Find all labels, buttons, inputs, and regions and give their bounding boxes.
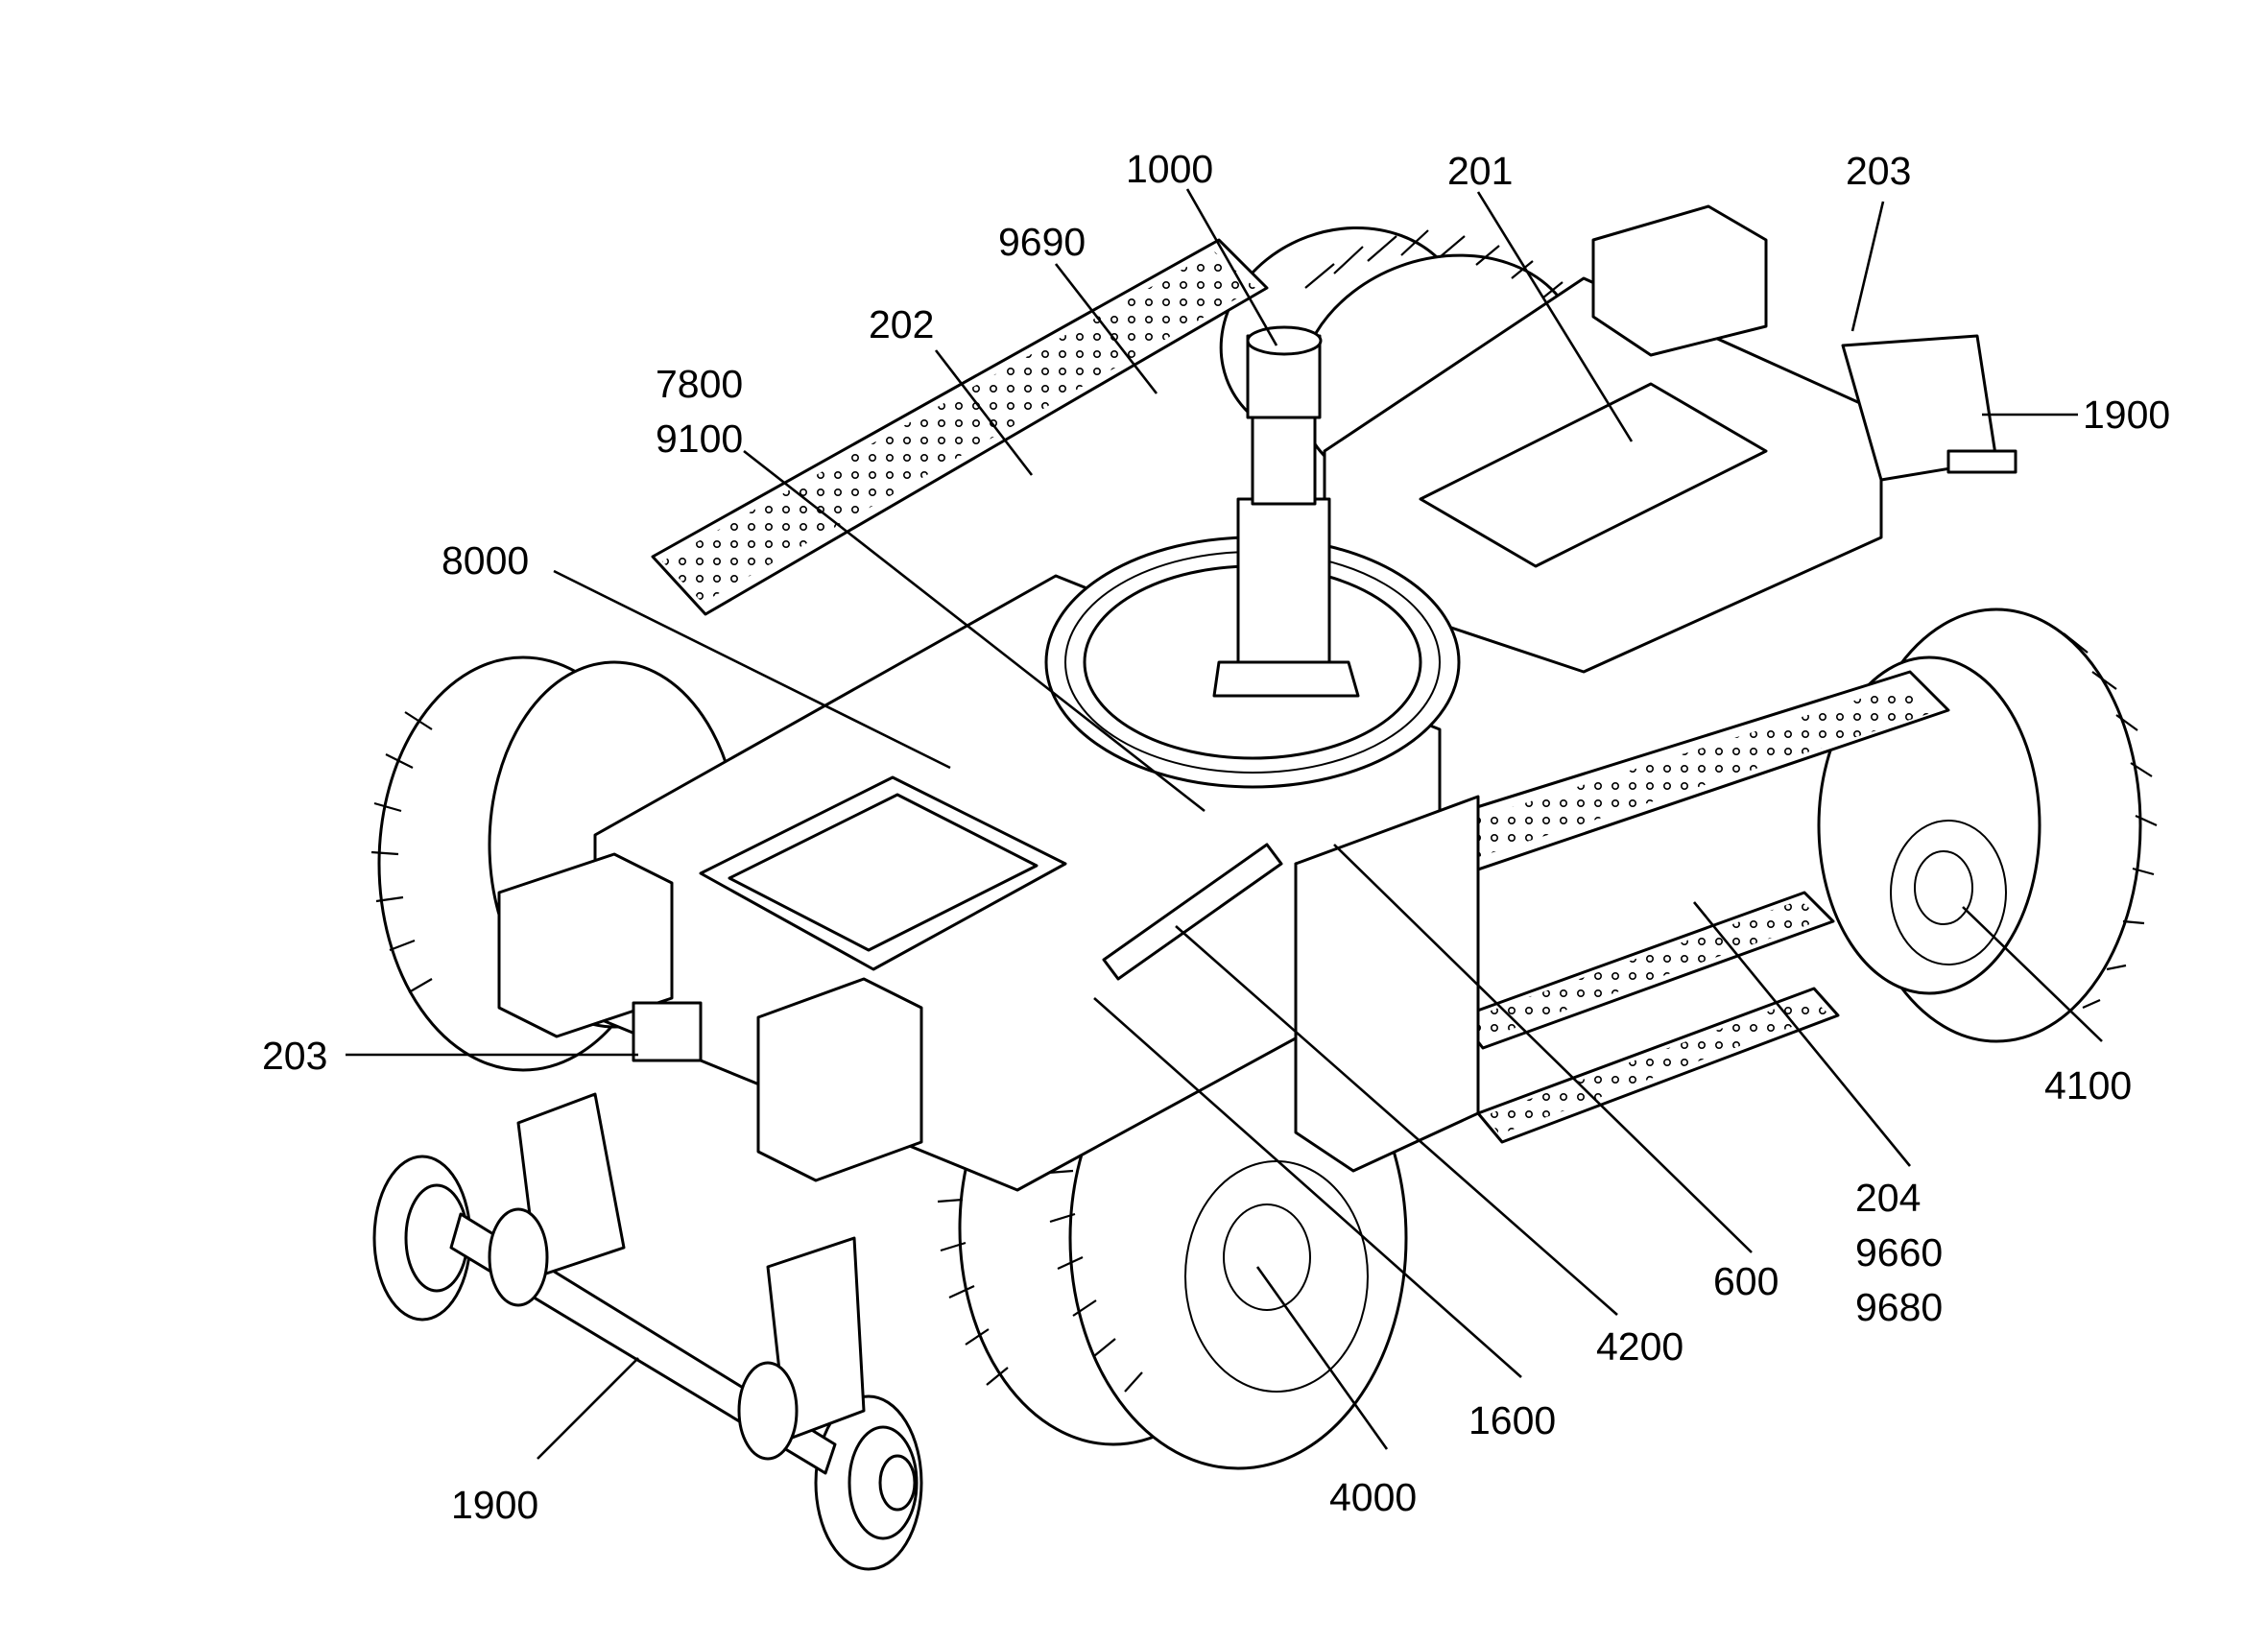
label-9690: 9690: [998, 220, 1086, 264]
label-203-top: 203: [1846, 149, 1911, 193]
label-1900-bottom: 1900: [451, 1483, 538, 1527]
label-4200: 4200: [1596, 1324, 1683, 1369]
leader-4000: [1255, 1266, 1389, 1450]
label-201: 201: [1447, 149, 1513, 193]
leader-204: [1692, 901, 1912, 1167]
leader-600: [1333, 844, 1753, 1253]
label-9660: 9660: [1855, 1230, 1943, 1275]
leader-8000: [553, 569, 951, 770]
label-202: 202: [869, 302, 934, 346]
label-203-left: 203: [262, 1034, 327, 1078]
leader-7800-9100: [743, 449, 1206, 813]
label-9100: 9100: [656, 417, 743, 461]
label-1600: 1600: [1468, 1398, 1556, 1442]
label-1000: 1000: [1126, 147, 1213, 191]
label-204: 204: [1855, 1176, 1921, 1220]
part-labels: 1000 9690 202 201 203 1900 7800 9100 800…: [262, 147, 2170, 1527]
leader-202: [934, 349, 1034, 476]
rail-wheel-icon: [372, 1155, 923, 1571]
label-1900-right: 1900: [2083, 393, 2170, 437]
rotary-column-1000: [1212, 325, 1360, 698]
rail-axle-1900: [449, 1092, 866, 1475]
leader-203-top: [1850, 201, 1885, 332]
label-7800: 7800: [656, 362, 743, 406]
tire-rear-right: [1817, 608, 2158, 1043]
label-4000: 4000: [1329, 1475, 1417, 1519]
label-4100: 4100: [2044, 1063, 2132, 1108]
leader-201: [1476, 191, 1634, 442]
leader-lines: [346, 188, 2103, 1460]
leader-9690: [1054, 263, 1158, 394]
leader-1600: [1093, 997, 1522, 1378]
leader-4200: [1175, 925, 1618, 1316]
leader-1900-bottom: [537, 1357, 639, 1460]
label-8000: 8000: [442, 538, 529, 583]
leader-1000: [1185, 188, 1278, 346]
leader-4100: [1962, 906, 2103, 1042]
label-9680: 9680: [1855, 1285, 1943, 1329]
label-600: 600: [1713, 1259, 1779, 1303]
